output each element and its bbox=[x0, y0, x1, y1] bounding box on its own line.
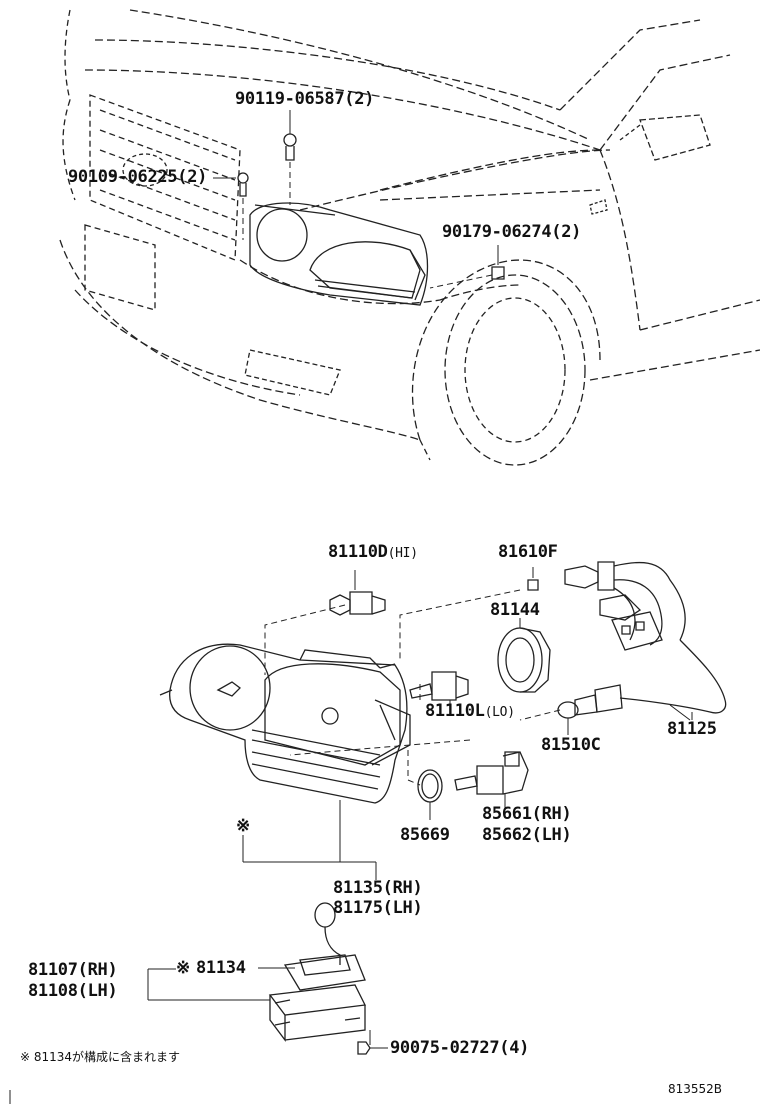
label-81110l: 81110L(LO) bbox=[425, 703, 515, 720]
label-90179-06274: 90179-06274(2) bbox=[442, 222, 582, 242]
label-81107: 81107(RH) bbox=[28, 960, 118, 980]
installed-headlamp bbox=[250, 203, 428, 305]
wiring-harness bbox=[565, 562, 726, 720]
label-81144: 81144 bbox=[490, 600, 540, 620]
assembly-bracket bbox=[243, 800, 376, 880]
bulb-81610f bbox=[528, 567, 538, 590]
socket-85661 bbox=[455, 752, 528, 808]
car-body-outline bbox=[60, 10, 760, 465]
label-81110d-code: 81110D bbox=[328, 542, 388, 562]
label-81110l-suffix: (LO) bbox=[484, 705, 515, 720]
label-85662: 85662(LH) bbox=[482, 825, 572, 845]
label-81110l-code: 81110L bbox=[425, 701, 485, 721]
ballast-assembly bbox=[270, 903, 365, 1040]
label-81108: 81108(LH) bbox=[28, 981, 118, 1001]
footnote: ※ 81134が構成に含まれます bbox=[20, 1050, 181, 1064]
label-90075-02727: 90075-02727(4) bbox=[390, 1038, 530, 1058]
label-85669: 85669 bbox=[400, 825, 450, 845]
hi-bulb bbox=[330, 570, 385, 615]
bolt-90109 bbox=[238, 173, 248, 240]
label-81125: 81125 bbox=[667, 719, 717, 739]
label-85661: 85661(RH) bbox=[482, 804, 572, 824]
label-81110d-suffix: (HI) bbox=[387, 546, 418, 561]
bolt-90119 bbox=[284, 110, 296, 205]
headlamp-housing bbox=[160, 644, 410, 803]
label-81134: 81134 bbox=[196, 958, 246, 978]
label-81175: 81175(LH) bbox=[333, 898, 423, 918]
screw-90075 bbox=[358, 1042, 370, 1054]
socket-81144 bbox=[498, 618, 550, 692]
label-81510c: 81510C bbox=[541, 735, 601, 755]
label-81610f: 81610F bbox=[498, 542, 558, 562]
asterisk-mark-2: ※ bbox=[176, 958, 190, 978]
nut-90179 bbox=[430, 245, 504, 288]
lo-bulb bbox=[410, 672, 468, 710]
bulb-81510c bbox=[558, 702, 578, 735]
ballast-leaders bbox=[148, 968, 388, 1048]
exploded-guide-lines bbox=[265, 590, 560, 785]
o-ring bbox=[418, 770, 442, 820]
label-81135: 81135(RH) bbox=[333, 878, 423, 898]
label-90109-06225: 90109-06225(2) bbox=[68, 167, 208, 187]
label-81110d: 81110D(HI) bbox=[328, 544, 418, 561]
diagram-code: 813552B bbox=[668, 1082, 723, 1096]
label-90119-06587: 90119-06587(2) bbox=[235, 89, 375, 109]
asterisk-mark-1: ※ bbox=[236, 816, 250, 836]
